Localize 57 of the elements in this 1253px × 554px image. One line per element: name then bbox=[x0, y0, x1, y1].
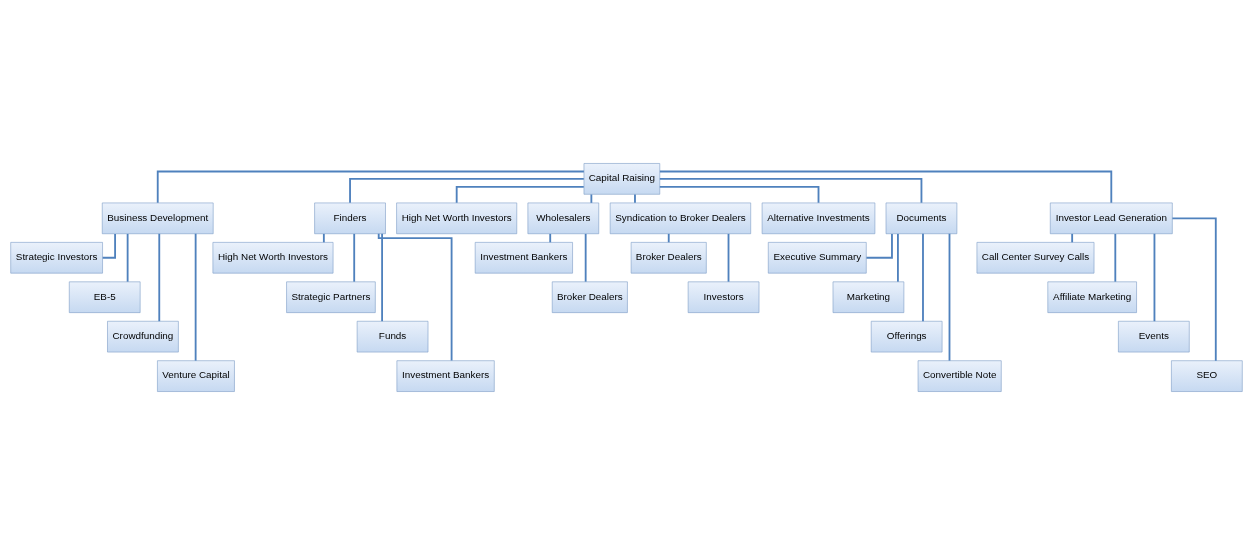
connector bbox=[156, 170, 585, 204]
node-box: High Net Worth Investors bbox=[212, 241, 334, 273]
connector bbox=[455, 185, 585, 204]
connector bbox=[101, 232, 116, 259]
node-box: Wholesalers bbox=[527, 202, 600, 234]
connector bbox=[158, 232, 161, 322]
node-box: High Net Worth Investors bbox=[396, 202, 518, 234]
connector bbox=[948, 232, 951, 362]
connector bbox=[584, 232, 587, 283]
node-box: Syndication to Broker Dealers bbox=[609, 202, 751, 234]
node-box: SEO bbox=[1171, 359, 1243, 392]
node-box: Crowdfunding bbox=[107, 320, 179, 352]
connector bbox=[353, 232, 356, 283]
node-box: EB-5 bbox=[68, 281, 141, 313]
node-box: Investment Bankers bbox=[474, 241, 573, 273]
connector bbox=[194, 232, 197, 362]
node-box: Investors bbox=[687, 281, 760, 313]
connector bbox=[1071, 232, 1074, 243]
node-box: Venture Capital bbox=[157, 359, 235, 392]
node-box: Documents bbox=[885, 202, 958, 234]
connector bbox=[667, 232, 670, 243]
connector bbox=[381, 232, 384, 322]
connector bbox=[1153, 232, 1156, 322]
connector bbox=[658, 170, 1113, 204]
node-box: Capital Raising bbox=[583, 162, 661, 195]
connector bbox=[922, 232, 924, 322]
node-box: Marketing bbox=[832, 281, 905, 313]
connector bbox=[658, 185, 820, 204]
node-box: Investment Bankers bbox=[396, 359, 495, 392]
connector bbox=[1171, 216, 1217, 362]
connector bbox=[634, 193, 636, 204]
node-box: Executive Summary bbox=[767, 241, 867, 273]
connector bbox=[126, 232, 129, 283]
connector bbox=[549, 232, 552, 243]
node-box: Broker Dealers bbox=[630, 241, 707, 273]
node-box: Strategic Investors bbox=[10, 241, 103, 273]
connector bbox=[349, 177, 585, 204]
node-box: Convertible Note bbox=[917, 359, 1002, 392]
node-box: Offerings bbox=[870, 320, 943, 352]
connector bbox=[727, 232, 730, 283]
node-box: Alternative Investments bbox=[761, 202, 876, 234]
node-box: Investor Lead Generation bbox=[1049, 202, 1173, 234]
node-box: Events bbox=[1118, 320, 1190, 352]
connector bbox=[377, 232, 453, 361]
connector bbox=[590, 193, 593, 204]
node-box: Affiliate Marketing bbox=[1047, 281, 1137, 313]
connector bbox=[658, 177, 923, 204]
node-box: Business Development bbox=[101, 202, 214, 234]
node-box: Finders bbox=[314, 202, 386, 234]
connector bbox=[322, 232, 325, 243]
node-box: Funds bbox=[356, 320, 429, 352]
connector bbox=[1114, 232, 1117, 283]
node-box: Strategic Partners bbox=[286, 281, 376, 313]
connector bbox=[865, 232, 893, 259]
connector bbox=[897, 232, 899, 283]
node-box: Call Center Survey Calls bbox=[976, 241, 1095, 273]
node-box: Broker Dealers bbox=[551, 281, 628, 313]
